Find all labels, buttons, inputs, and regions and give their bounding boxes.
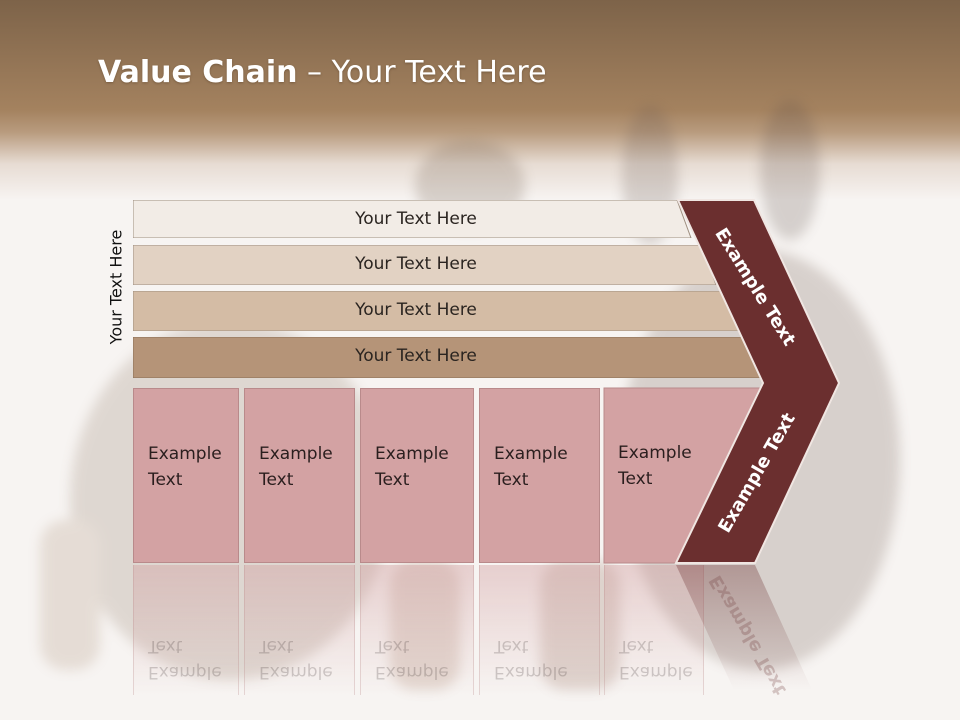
primary-activity-2: Example Text [244, 388, 355, 563]
support-bar-1: Your Text Here [133, 200, 693, 238]
support-bar-2: Your Text Here [133, 245, 718, 285]
primary-activity-5-label: Example Text [618, 443, 692, 489]
support-bar-4-shape [133, 337, 765, 378]
primary-activity-4-reflection: Example Text [479, 565, 600, 695]
support-bar-1-label: Your Text Here [355, 209, 477, 229]
primary-activity-1-label: Example Text [148, 444, 222, 490]
support-bar-3: Your Text Here [133, 291, 741, 331]
primary-activity-2-reflection: Example Text [244, 565, 355, 695]
support-bar-1-shape [133, 200, 692, 238]
margin-chevron-shape [674, 199, 841, 564]
primary-activity-3: Example Text [360, 388, 474, 563]
support-bar-3-label: Your Text Here [355, 300, 477, 320]
primary-activity-1-reflection: Example Text [133, 565, 239, 695]
support-bar-4: Your Text Here [133, 337, 766, 378]
primary-activity-4-label: Example Text [494, 444, 568, 490]
support-bar-3-shape [133, 291, 740, 331]
primary-activity-1: Example Text [133, 388, 239, 563]
slide-title: Value Chain – Your Text Here [98, 55, 547, 90]
margin-chevron-reflection [676, 565, 812, 690]
primary-activity-5: Example Text [604, 388, 704, 563]
support-bar-2-shape [133, 245, 717, 285]
support-bar-2-label: Your Text Here [355, 254, 477, 274]
support-bar-4-label: Your Text Here [355, 346, 477, 366]
primary-activity-3-reflection: Example Text [360, 565, 474, 695]
primary-activity-4: Example Text [479, 388, 600, 563]
primary-activity-3-label: Example Text [375, 444, 449, 490]
primary-activity-2-label: Example Text [259, 444, 333, 490]
